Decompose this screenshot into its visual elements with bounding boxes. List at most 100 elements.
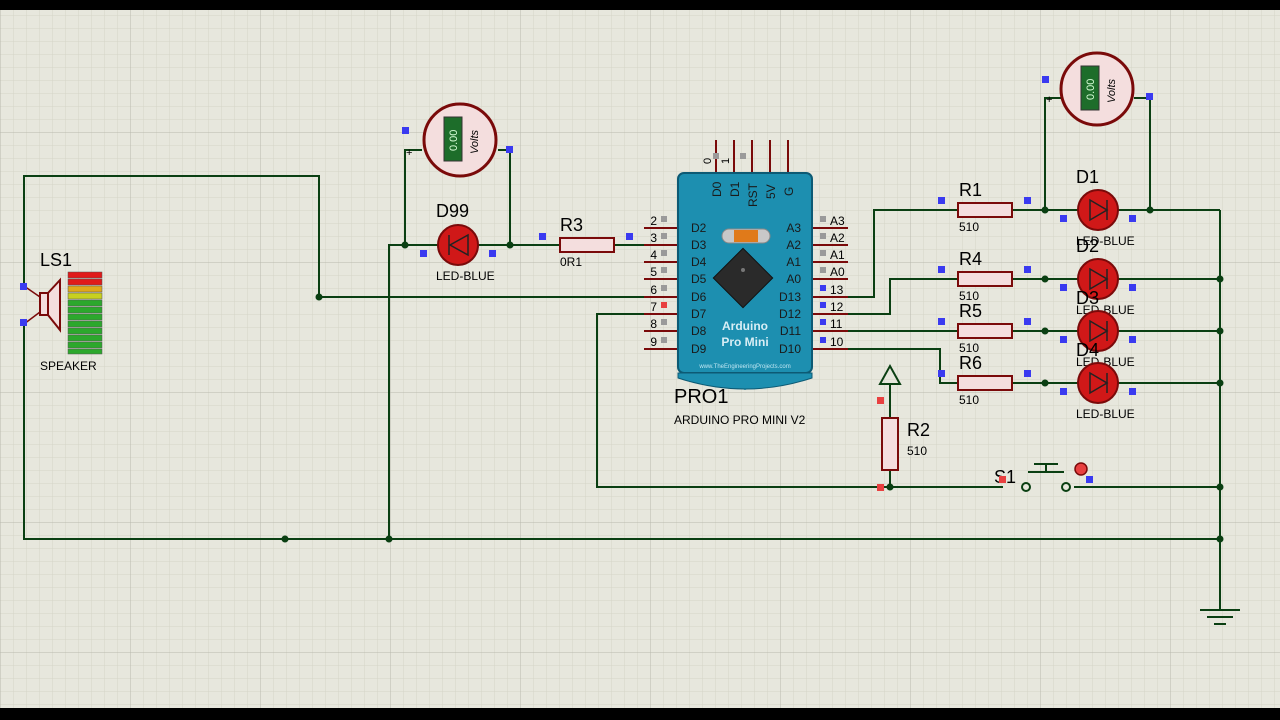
pin-marker[interactable] [938, 318, 945, 325]
led-ref: D99 [436, 201, 469, 221]
voltmeter-unit: Volts [1106, 78, 1118, 103]
led-d4[interactable]: D4 LED-BLUE [1060, 340, 1136, 421]
arduino-top-pin: D1 [728, 181, 742, 197]
led-value: LED-BLUE [436, 269, 495, 283]
pin-marker[interactable] [1129, 284, 1136, 291]
speaker-ls1[interactable]: LS1 SPEAKER [20, 250, 103, 373]
pin-marker[interactable] [877, 484, 884, 491]
switch-button[interactable] [1074, 462, 1088, 476]
pin-marker[interactable] [1146, 93, 1153, 100]
voltmeter-right[interactable]: 0.00 Volts + [1042, 51, 1153, 127]
arduino-left-pin: D9 [691, 342, 707, 356]
pin-marker[interactable] [1060, 388, 1067, 395]
pin-marker[interactable] [420, 250, 427, 257]
pin-marker[interactable] [1129, 215, 1136, 222]
pin-marker[interactable] [661, 216, 667, 222]
pin-marker[interactable] [539, 233, 546, 240]
pin-marker[interactable] [820, 250, 826, 256]
pin-marker[interactable] [1086, 476, 1093, 483]
pin-marker[interactable] [999, 476, 1006, 483]
resistor-r3[interactable]: R3 0R1 [539, 215, 633, 269]
resistor-r5[interactable]: R5 510 [938, 301, 1031, 355]
led-ref: D1 [1076, 167, 1099, 187]
arduino-pro-mini[interactable]: 0 1 D0 D1 [644, 140, 848, 427]
pin-marker[interactable] [489, 250, 496, 257]
chip-icon [712, 247, 774, 309]
arduino-right-num: A2 [830, 231, 845, 245]
arduino-left-pin: D6 [691, 290, 707, 304]
resistor-body [957, 202, 1013, 218]
resistor-r4[interactable]: R4 510 [938, 249, 1031, 303]
pin-marker[interactable] [820, 319, 826, 325]
arduino-right-num: 10 [830, 335, 844, 349]
arduino-right-num: A3 [830, 214, 845, 228]
arduino-right-pin: A0 [786, 272, 801, 286]
pin-marker[interactable] [713, 153, 719, 159]
arduino-value: ARDUINO PRO MINI V2 [674, 413, 806, 427]
pin-marker[interactable] [1060, 284, 1067, 291]
pin-marker[interactable] [740, 153, 746, 159]
resistor-body [957, 375, 1013, 391]
led-d1[interactable]: D1 LED-BLUE [1060, 167, 1136, 248]
speaker-icon [23, 277, 61, 333]
pin-marker[interactable] [1129, 388, 1136, 395]
led-icon [1077, 310, 1119, 352]
arduino-left-pin: D3 [691, 238, 707, 252]
pin-marker[interactable] [1024, 318, 1031, 325]
pin-marker[interactable] [661, 250, 667, 256]
arduino-top-pin: 5V [764, 184, 778, 199]
voltmeter-display [443, 116, 463, 162]
pin-marker[interactable] [1024, 266, 1031, 273]
pin-marker[interactable] [626, 233, 633, 240]
ground-icon[interactable] [1200, 609, 1240, 625]
pin-marker[interactable] [1024, 370, 1031, 377]
pin-marker[interactable] [1060, 336, 1067, 343]
pin-marker[interactable] [820, 337, 826, 343]
wires [23, 97, 1221, 610]
pin-marker[interactable] [820, 267, 826, 273]
pin-marker[interactable] [661, 233, 667, 239]
arduino-left-num: 2 [650, 214, 657, 228]
resistor-ref: R5 [959, 301, 982, 321]
voltmeter-unit: Volts [469, 129, 481, 154]
pin-marker[interactable] [661, 319, 667, 325]
pin-marker[interactable] [661, 302, 667, 308]
arduino-top-pin: D0 [710, 181, 724, 197]
led-d99[interactable]: D99 LED-BLUE [420, 201, 496, 283]
voltmeter-plus: + [1046, 94, 1052, 106]
pin-marker[interactable] [1042, 76, 1049, 83]
pin-marker[interactable] [1129, 336, 1136, 343]
resistor-body [881, 417, 899, 471]
pin-marker[interactable] [1060, 215, 1067, 222]
pin-marker[interactable] [20, 319, 27, 326]
pin-marker[interactable] [402, 127, 409, 134]
pin-marker[interactable] [820, 233, 826, 239]
pushbutton-s1[interactable]: S1 [994, 462, 1093, 492]
resistor-r6[interactable]: R6 510 [938, 353, 1031, 407]
led-icon [1077, 189, 1119, 231]
arduino-right-num: 13 [830, 283, 844, 297]
pin-marker[interactable] [661, 285, 667, 291]
pin-marker[interactable] [938, 370, 945, 377]
pin-marker[interactable] [820, 285, 826, 291]
pin-marker[interactable] [1024, 197, 1031, 204]
switch-icon [1021, 463, 1071, 492]
arduino-right-pin: A3 [786, 221, 801, 235]
arduino-left-pin: D4 [691, 255, 707, 269]
potentiometer-r2[interactable]: R2 510 [877, 363, 930, 491]
pin-marker[interactable] [661, 337, 667, 343]
pin-marker[interactable] [938, 197, 945, 204]
arduino-right-pin: D10 [779, 342, 801, 356]
pin-marker[interactable] [820, 216, 826, 222]
speaker-level-meter [67, 271, 103, 355]
pin-marker[interactable] [938, 266, 945, 273]
pin-marker[interactable] [661, 267, 667, 273]
voltmeter-left[interactable]: 0.00 Volts + [402, 102, 513, 178]
resistor-r1[interactable]: R1 510 [938, 180, 1031, 234]
arduino-left-num: 6 [650, 283, 657, 297]
pin-marker[interactable] [506, 146, 513, 153]
pin-marker[interactable] [20, 283, 27, 290]
pin-marker[interactable] [877, 397, 884, 404]
pin-marker[interactable] [820, 302, 826, 308]
